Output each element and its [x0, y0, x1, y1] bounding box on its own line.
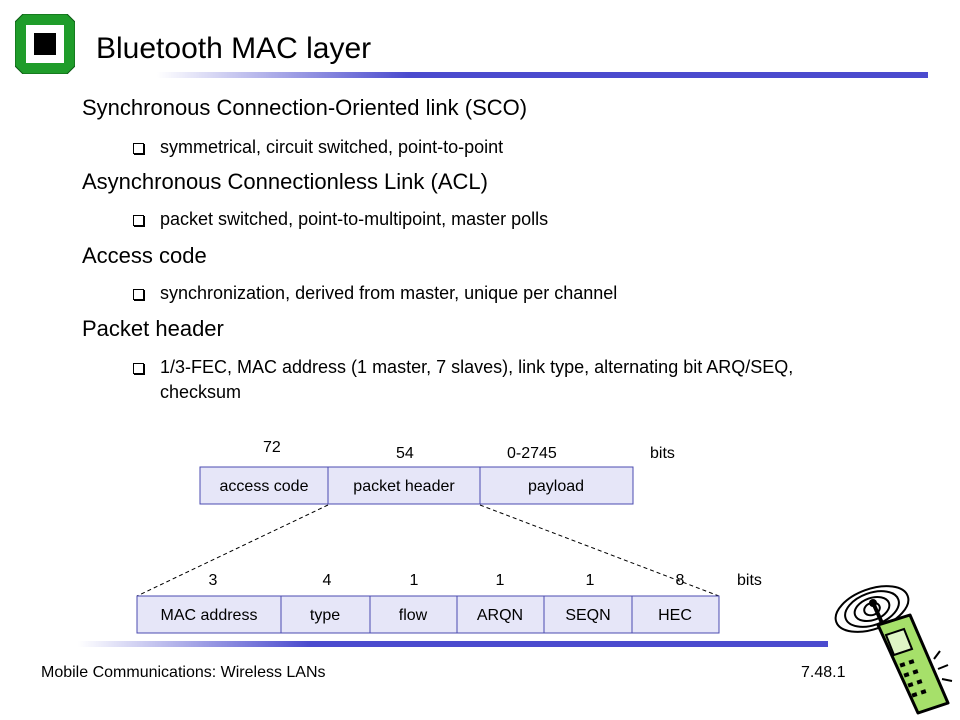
bullet-list: Synchronous Connection-Oriented link (SC…	[82, 95, 860, 405]
footer-rule	[30, 641, 828, 647]
bullet-acl: Asynchronous Connectionless Link (ACL)	[82, 169, 488, 194]
bits-payload: 0-2745	[507, 445, 557, 462]
field-seqn: SEQN	[543, 595, 633, 634]
field-type: type	[280, 595, 371, 634]
expand-line-left	[136, 504, 329, 597]
bits-seqn: 1	[586, 572, 595, 589]
bits-hec: 8	[676, 572, 685, 589]
bits-unit-header: bits	[737, 572, 762, 589]
university-logo-icon	[15, 14, 75, 74]
field-payload-label: payload	[528, 478, 584, 495]
bits-type: 4	[323, 572, 332, 589]
bits-packet-header: 54	[396, 445, 414, 462]
sub-bullet-acl: packet switched, point-to-multipoint, ma…	[133, 207, 860, 232]
footer-slide-number: 7.48.1	[801, 664, 846, 681]
expand-line-right	[479, 504, 720, 597]
field-hec-label: HEC	[658, 607, 692, 624]
bits-mac-address: 3	[209, 572, 218, 589]
square-bullet-icon	[133, 363, 144, 374]
sub-bullet-access-code: synchronization, derived from master, un…	[133, 281, 860, 306]
field-arqn: ARQN	[456, 595, 545, 634]
bits-flow: 1	[410, 572, 419, 589]
bits-unit-packet: bits	[650, 445, 675, 462]
field-payload: payload	[479, 466, 634, 505]
mobile-phone-icon	[834, 585, 953, 715]
footer-course-title: Mobile Communications: Wireless LANs	[41, 664, 326, 681]
field-access-code: access code	[199, 466, 329, 505]
bullet-sco: Synchronous Connection-Oriented link (SC…	[82, 95, 528, 120]
square-bullet-icon	[133, 143, 144, 154]
field-flow: flow	[369, 595, 458, 634]
field-hec: HEC	[631, 595, 720, 634]
title-rule	[90, 72, 928, 78]
field-mac-address: MAC address	[136, 595, 282, 634]
field-access-code-label: access code	[220, 478, 309, 495]
bullet-packet-header: Packet header	[82, 316, 224, 341]
field-type-label: type	[310, 607, 340, 624]
page-title: Bluetooth MAC layer	[96, 32, 372, 65]
field-packet-header-label: packet header	[353, 478, 455, 495]
field-arqn-label: ARQN	[477, 607, 523, 624]
sub-bullet-packet-header: 1/3-FEC, MAC address (1 master, 7 slaves…	[133, 355, 860, 405]
square-bullet-icon	[133, 215, 144, 226]
field-seqn-label: SEQN	[565, 607, 610, 624]
field-flow-label: flow	[399, 607, 428, 624]
sub-bullet-sco: symmetrical, circuit switched, point-to-…	[133, 135, 860, 160]
field-mac-address-label: MAC address	[161, 607, 258, 624]
square-bullet-icon	[133, 289, 144, 300]
bullet-access-code: Access code	[82, 243, 207, 268]
bits-access-code: 72	[263, 439, 281, 456]
field-packet-header: packet header	[327, 466, 481, 505]
bits-arqn: 1	[496, 572, 505, 589]
